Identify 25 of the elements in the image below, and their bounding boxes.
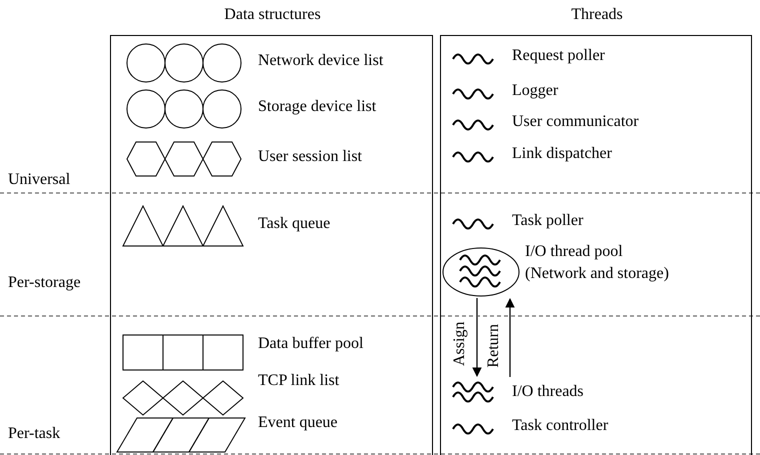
column-heading: Data structures — [223, 6, 322, 24]
list-item-label: Task controller — [512, 417, 608, 435]
list-item-label: Task poller — [512, 212, 584, 230]
list-item-label: TCP link list — [258, 372, 340, 390]
list-item-label: User communicator — [512, 113, 639, 131]
edge-label: Return — [485, 323, 503, 370]
edge-label: Assign — [451, 320, 469, 368]
arrow — [472, 298, 482, 377]
list-item-label: Storage device list — [258, 98, 376, 116]
list-item-label: Logger — [512, 82, 558, 100]
row-label: Universal — [8, 171, 70, 189]
arrow — [505, 298, 515, 377]
list-item-label: Data buffer pool — [258, 335, 364, 353]
list-item-label: Request poller — [512, 47, 605, 65]
thread-pool-ellipse — [442, 247, 520, 297]
list-item-label: User session list — [258, 148, 362, 166]
list-item-label: Task queue — [258, 215, 330, 233]
row-label: Per-task — [8, 425, 60, 443]
thread-label: I/O thread pool (Network and storage) — [525, 242, 670, 284]
thread-label: I/O threads — [512, 382, 585, 402]
list-item-label: Network device list — [258, 52, 384, 70]
column-heading: Threads — [570, 6, 624, 24]
row-label: Per-storage — [8, 274, 81, 292]
list-item-label: Event queue — [258, 414, 338, 432]
list-item-label: Link dispatcher — [512, 145, 612, 163]
